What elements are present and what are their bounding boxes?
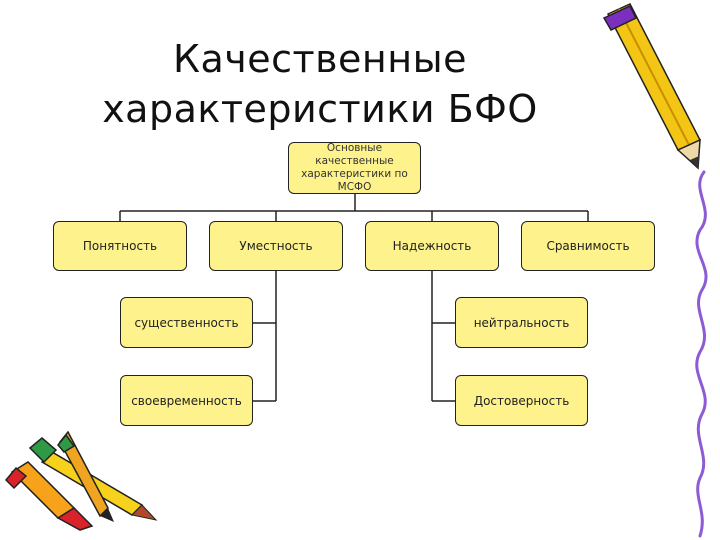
node-neutrality: нейтральность <box>455 297 588 348</box>
node-timeliness: своевременность <box>120 375 253 426</box>
node-reliability: Надежность <box>365 221 499 271</box>
node-relevance: Уместность <box>209 221 343 271</box>
pencil-icon <box>602 3 702 170</box>
node-comparability: Сравнимость <box>521 221 655 271</box>
root-node: Основные качественные характеристики по … <box>288 142 421 194</box>
node-understandability: Понятность <box>53 221 187 271</box>
crayons-icon <box>4 430 158 531</box>
scribble-line <box>695 170 708 538</box>
node-faithfulness: Достоверность <box>455 375 588 426</box>
title-line-2: характеристики БФО <box>102 87 538 131</box>
node-materiality: существенность <box>120 297 253 348</box>
title-line-1: Качественные <box>173 37 467 81</box>
page-title: Качественные характеристики БФО <box>60 34 580 134</box>
